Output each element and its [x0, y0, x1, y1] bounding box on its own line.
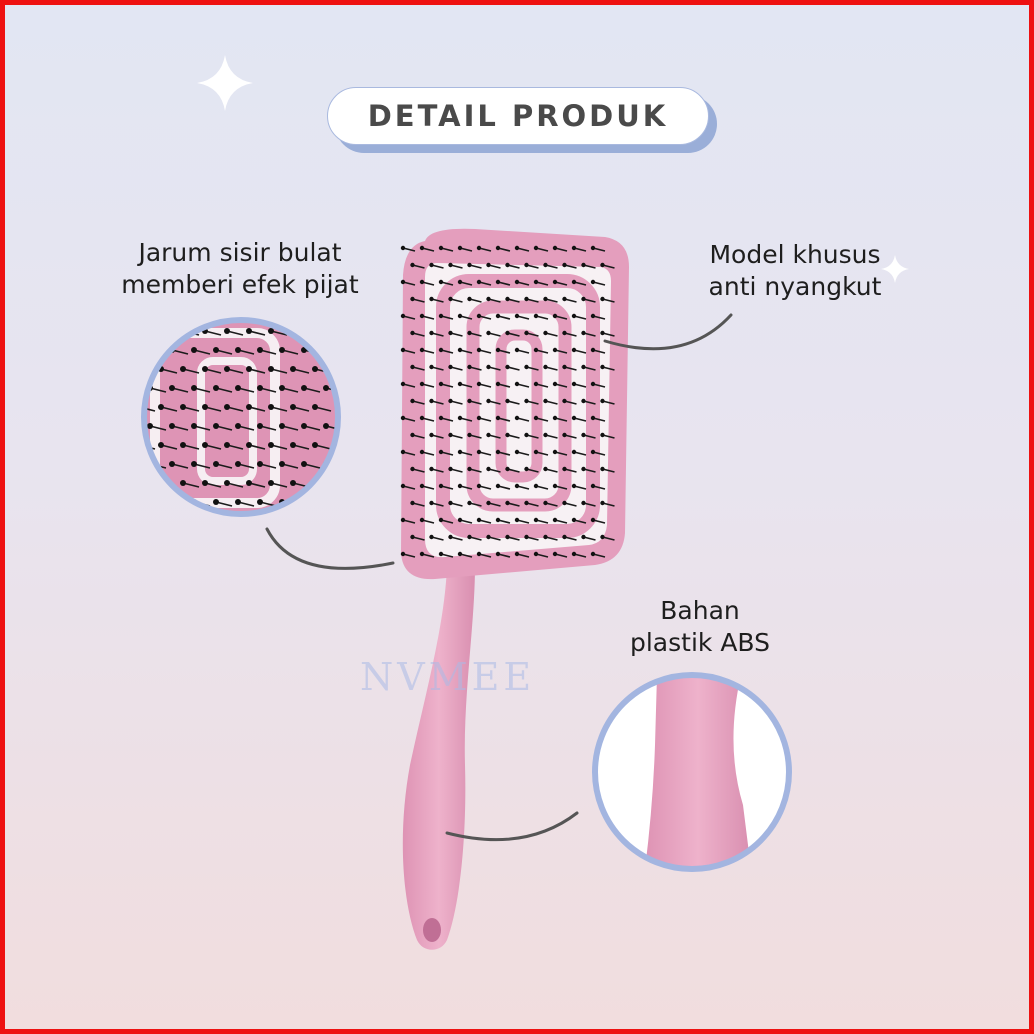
bristle-pins: [400, 245, 615, 558]
callout-label-design: Model khusus anti nyangkut: [685, 239, 905, 303]
connector-line-design: [603, 313, 733, 351]
connector-line-bristles: [265, 527, 395, 570]
callout-line: plastik ABS: [629, 628, 770, 657]
callout-label-bristles: Jarum sisir bulat memberi efek pijat: [105, 237, 375, 301]
callout-line: memberi efek pijat: [121, 270, 359, 299]
callout-line: Jarum sisir bulat: [138, 238, 342, 267]
callout-line: Bahan: [660, 596, 740, 625]
brush-handle: [402, 565, 475, 950]
zoom-circle-material: [592, 672, 792, 872]
connector-line-material: [445, 811, 579, 842]
hanging-hole: [423, 918, 441, 942]
sparkle-icon: [197, 55, 253, 111]
brush-head: [400, 228, 629, 580]
page-title: DETAIL PRODUK: [367, 99, 669, 133]
title-pill: DETAIL PRODUK: [327, 87, 709, 145]
zoom-circle-bristles: [141, 317, 341, 517]
sparkle-icon: [881, 255, 909, 283]
illustration-layer: [141, 55, 909, 950]
callout-line: anti nyangkut: [708, 272, 882, 301]
callout-label-material: Bahan plastik ABS: [615, 595, 785, 659]
brand-watermark: NVMEE: [360, 655, 536, 699]
callout-line: Model khusus: [709, 240, 881, 269]
